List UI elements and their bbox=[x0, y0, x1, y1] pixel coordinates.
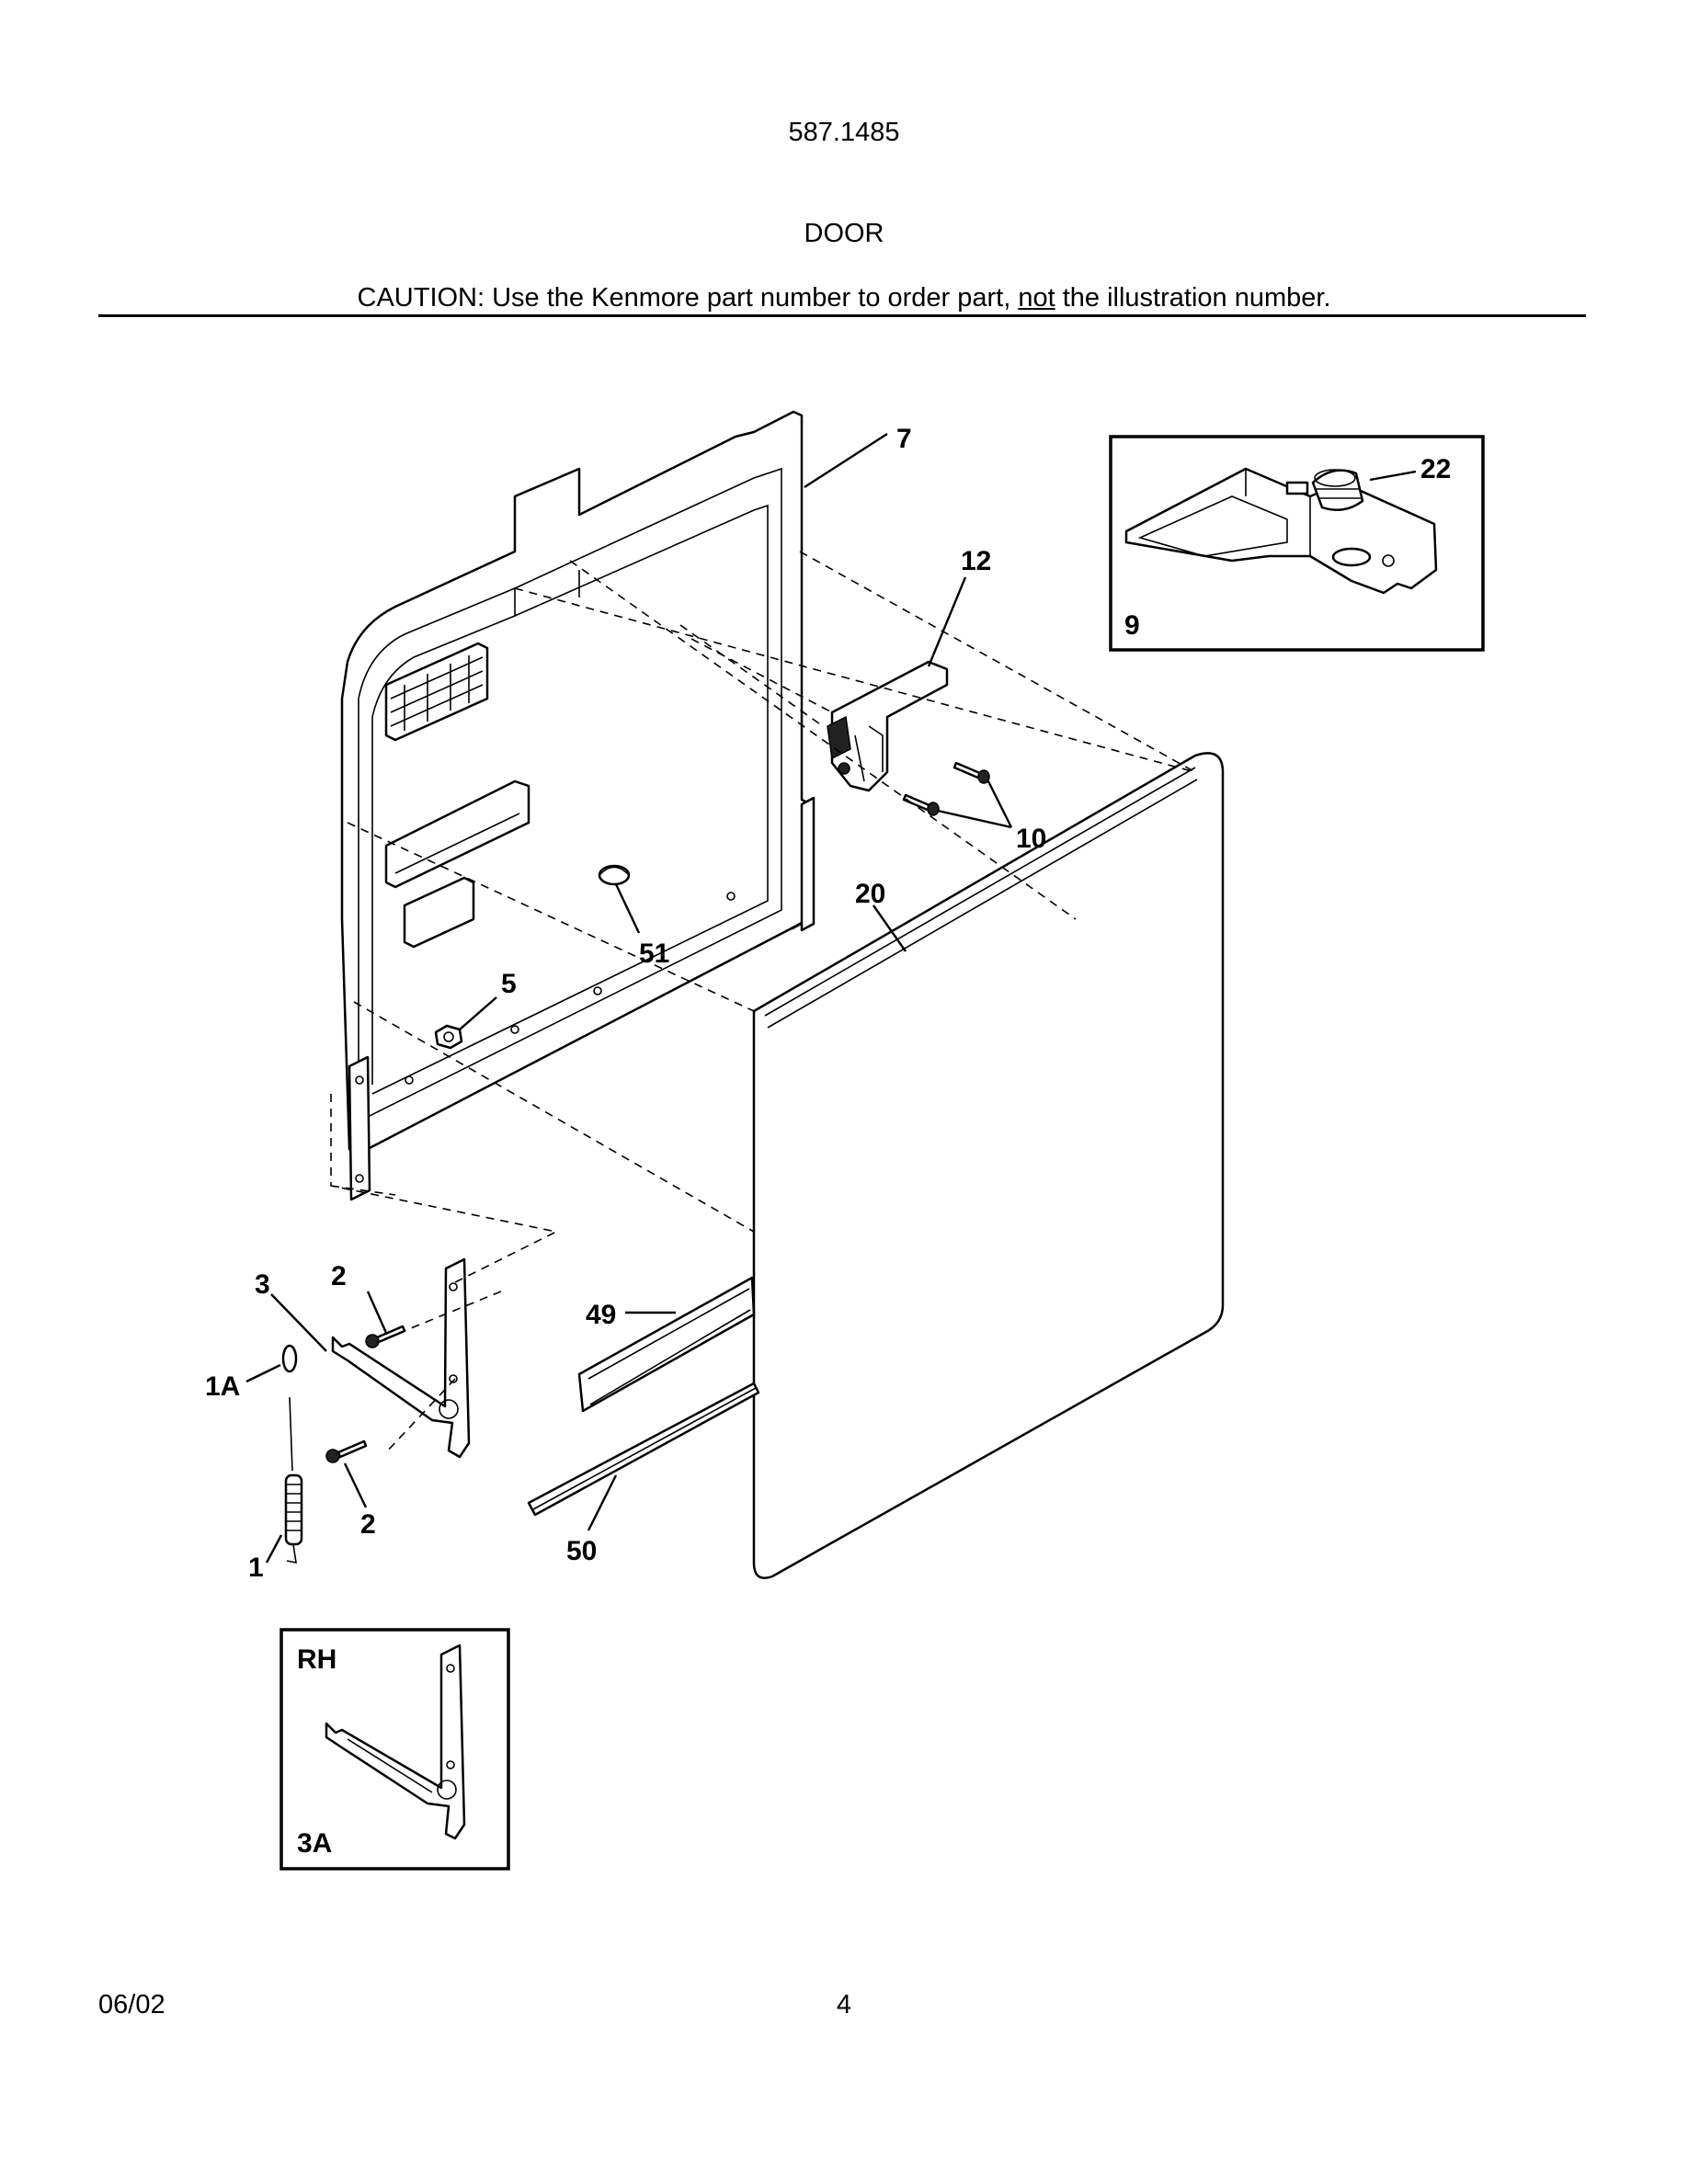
screws-10 bbox=[902, 761, 990, 816]
callout-51: 51 bbox=[639, 938, 669, 969]
caution-prefix: CAUTION: Use the Kenmore part number to … bbox=[357, 283, 1019, 313]
door-spring bbox=[281, 1344, 303, 1564]
caution-suffix: the illustration number. bbox=[1055, 283, 1331, 313]
callout-12: 12 bbox=[961, 546, 991, 576]
callout-leaders bbox=[245, 432, 1013, 1564]
caution-note: CAUTION: Use the Kenmore part number to … bbox=[0, 283, 1688, 313]
section-title: DOOR bbox=[804, 219, 884, 248]
callout-3a: 3A bbox=[297, 1828, 332, 1859]
inner-door-panel bbox=[340, 410, 815, 1201]
callout-20: 20 bbox=[855, 879, 885, 909]
cap-51 bbox=[598, 864, 631, 886]
hinge-screws bbox=[325, 1325, 406, 1463]
callout-9: 9 bbox=[1124, 610, 1140, 641]
dispenser-cap-22 bbox=[1311, 469, 1364, 512]
page-number: 4 bbox=[836, 1990, 852, 2019]
header-rule bbox=[98, 314, 1586, 317]
callout-3: 3 bbox=[255, 1269, 270, 1300]
callout-1: 1 bbox=[248, 1553, 264, 1583]
door-seal bbox=[527, 1382, 760, 1517]
vent-grid bbox=[384, 642, 489, 742]
callout-22: 22 bbox=[1420, 454, 1451, 484]
callout-10: 10 bbox=[1016, 824, 1046, 854]
callout-5: 5 bbox=[501, 969, 517, 999]
rh-hinge-inset: RH 3A bbox=[279, 1628, 510, 1871]
callout-1a: 1A bbox=[205, 1371, 240, 1402]
lower-trim-strip bbox=[577, 1276, 756, 1413]
caution-emphasis: not bbox=[1018, 283, 1055, 313]
callout-2-lower: 2 bbox=[360, 1509, 376, 1540]
rh-label: RH bbox=[297, 1644, 336, 1675]
model-number: 587.1485 bbox=[788, 118, 900, 147]
hinge-arm bbox=[331, 1257, 471, 1459]
nut-5 bbox=[434, 1024, 463, 1050]
door-latch-assembly bbox=[827, 660, 949, 792]
outer-door-panel bbox=[752, 752, 1225, 1579]
assembly-guide-lines bbox=[330, 551, 1196, 1453]
callout-7: 7 bbox=[896, 424, 912, 454]
callout-49: 49 bbox=[586, 1300, 616, 1330]
dispenser-inset: 22 9 bbox=[1109, 435, 1485, 652]
callout-2-upper: 2 bbox=[331, 1261, 347, 1291]
footer-date: 06/02 bbox=[98, 1990, 165, 2019]
callout-50: 50 bbox=[566, 1536, 597, 1566]
